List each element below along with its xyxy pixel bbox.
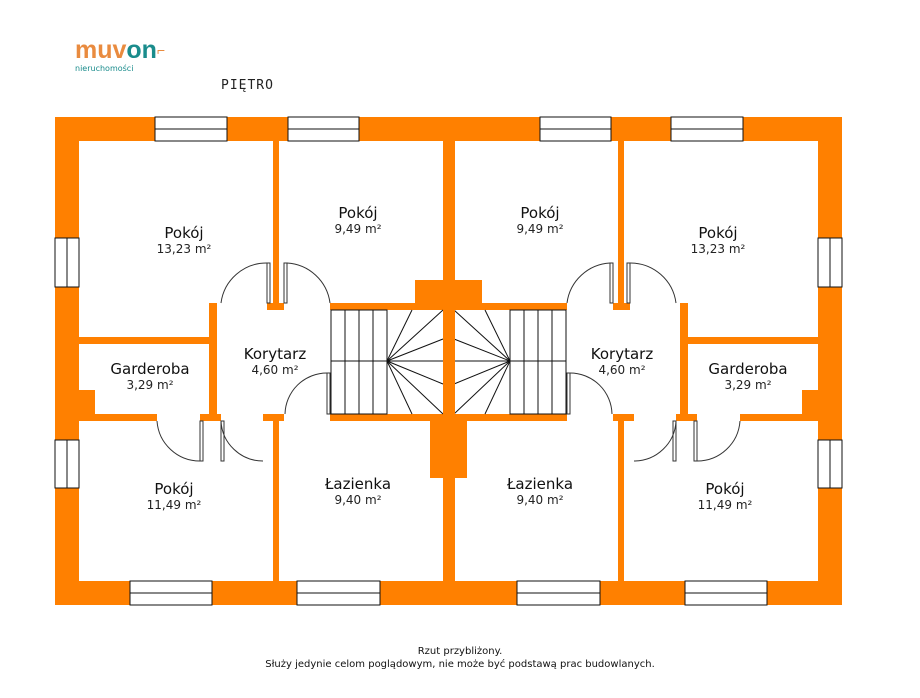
- logo-subtitle: nieruchomości: [75, 64, 134, 73]
- windows: [54, 116, 843, 606]
- disclaimer-line-2: Służy jedynie celom poglądowym, nie może…: [265, 659, 655, 670]
- disclaimer: Rzut przybliżony. Służy jedynie celom po…: [0, 645, 920, 671]
- plan-title: PIĘTRO: [221, 78, 274, 93]
- disclaimer-line-1: Rzut przybliżony.: [417, 646, 503, 657]
- logo-brand-a: muv: [75, 36, 127, 64]
- logo-mark: ⌐: [156, 42, 166, 58]
- logo-brand-b: on: [126, 36, 157, 64]
- muvon-logo: muvon⌐ nieruchomości: [75, 36, 166, 74]
